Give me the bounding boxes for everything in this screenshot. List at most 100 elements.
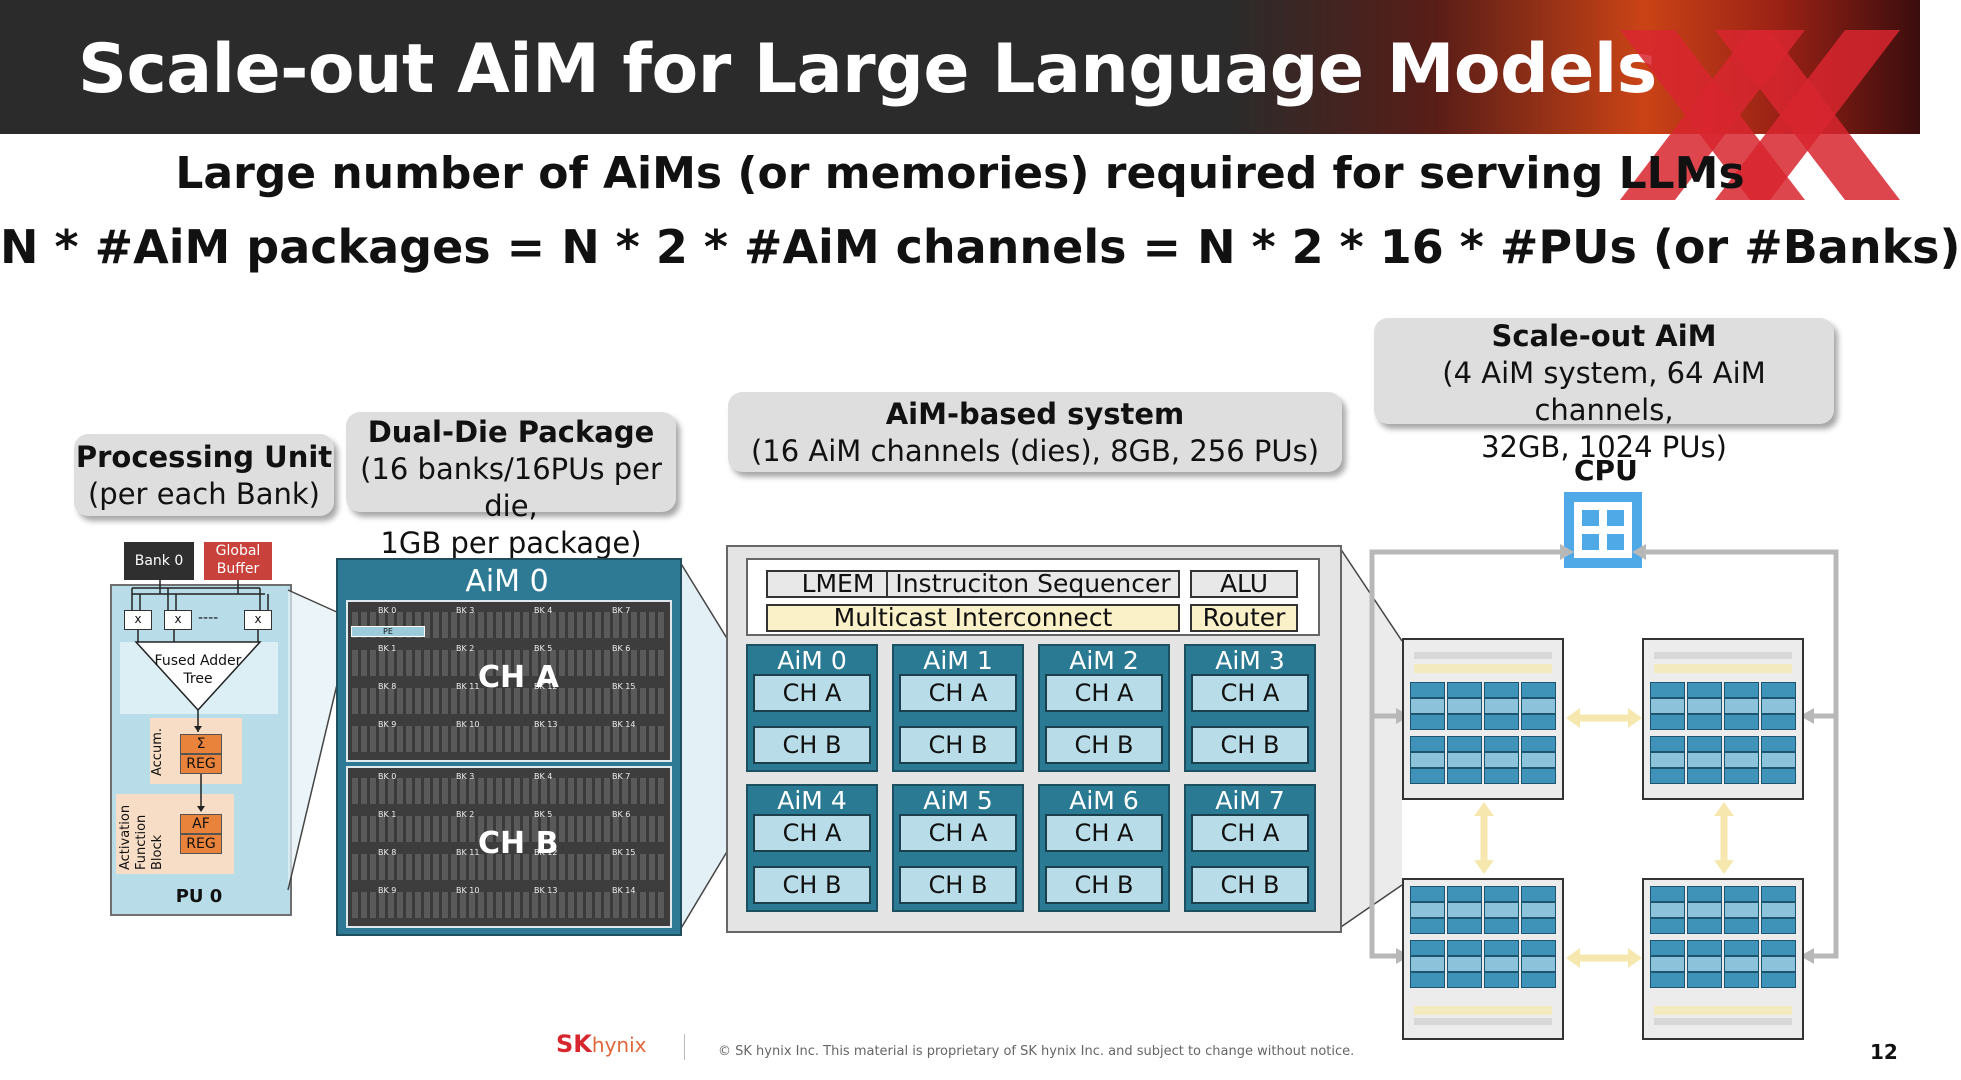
b-bank-row xyxy=(352,854,666,880)
aim-ch-b: CH B xyxy=(1045,866,1163,904)
node-cell xyxy=(1650,714,1685,730)
router-block: Router xyxy=(1190,604,1298,632)
alu-block: ALU xyxy=(1190,570,1298,598)
node-cell xyxy=(1521,714,1556,730)
aim-card-name: AiM 2 xyxy=(1069,646,1139,675)
aim-card-name: AiM 1 xyxy=(923,646,993,675)
node-cell xyxy=(1761,886,1796,902)
node-cell xyxy=(1521,768,1556,784)
node-strip xyxy=(1414,1018,1552,1025)
node-cell xyxy=(1650,752,1685,768)
adder-label-2: Tree xyxy=(183,671,213,687)
b-bank-row xyxy=(352,816,666,842)
aim-ch-a: CH A xyxy=(1191,814,1309,852)
node-cell xyxy=(1724,972,1759,988)
node-strip xyxy=(1654,1006,1792,1015)
scaleout-callout: Scale-out AiM (4 AiM system, 64 AiM chan… xyxy=(1374,318,1834,464)
package-callout: Dual-Die Package (16 banks/16PUs per die… xyxy=(346,412,676,560)
a-bank-label: BK 8 xyxy=(378,682,397,691)
node-cell xyxy=(1724,940,1759,956)
node-cell xyxy=(1761,972,1796,988)
brand-sk: SK xyxy=(556,1030,592,1058)
node-cell xyxy=(1687,714,1722,730)
page-number: 12 xyxy=(1870,1040,1898,1064)
subtitle-line-1: Large number of AiMs (or memories) requi… xyxy=(175,148,1745,199)
adder-tree-label: Fused Adder Tree xyxy=(130,652,266,688)
b-bank-label: BK 15 xyxy=(612,848,636,857)
node-cell xyxy=(1484,682,1519,698)
act-label-2: Function xyxy=(134,814,149,870)
node-cell xyxy=(1447,768,1482,784)
aim-ch-b: CH B xyxy=(1191,726,1309,764)
node-cell xyxy=(1484,918,1519,934)
node-cell xyxy=(1761,902,1796,918)
node-cell xyxy=(1761,940,1796,956)
node-cell xyxy=(1650,956,1685,972)
node-cell xyxy=(1650,972,1685,988)
node-cell xyxy=(1521,698,1556,714)
aim-system-node xyxy=(1642,638,1804,800)
node-cell xyxy=(1687,698,1722,714)
node-cell xyxy=(1687,682,1722,698)
node-cell xyxy=(1447,972,1482,988)
package-desc-1: (16 banks/16PUs per die, xyxy=(360,452,662,523)
node-cell xyxy=(1484,768,1519,784)
system-desc: (16 AiM channels (dies), 8GB, 256 PUs) xyxy=(750,434,1320,468)
b-bank-label: BK 5 xyxy=(534,810,553,819)
a-bank-label: BK 12 xyxy=(534,682,558,691)
node-cell xyxy=(1447,736,1482,752)
b-bank-label: BK 0 xyxy=(378,772,397,781)
b-bank-label: BK 1 xyxy=(378,810,397,819)
die-title: AiM 0 xyxy=(465,564,549,599)
a-bank-label: BK 13 xyxy=(534,720,558,729)
b-bank-label: BK 7 xyxy=(612,772,631,781)
node-cell xyxy=(1484,886,1519,902)
a-bank-label: BK 11 xyxy=(456,682,480,691)
node-cell xyxy=(1761,752,1796,768)
a-bank-label: BK 5 xyxy=(534,644,553,653)
node-strip xyxy=(1414,664,1552,673)
b-bank-row xyxy=(352,778,666,804)
scaleout-title: Scale-out AiM xyxy=(1491,319,1717,353)
b-bank-label: BK 13 xyxy=(534,886,558,895)
node-cell xyxy=(1687,886,1722,902)
node-cell xyxy=(1761,956,1796,972)
node-cell xyxy=(1650,768,1685,784)
die-ch-b-label: CH B xyxy=(478,826,559,861)
a-bank-label: BK 3 xyxy=(456,606,475,615)
aim-ch-b: CH B xyxy=(753,866,871,904)
node-cell xyxy=(1650,736,1685,752)
brand-hynix: hynix xyxy=(591,1033,647,1057)
node-cell xyxy=(1650,918,1685,934)
node-cell xyxy=(1650,682,1685,698)
node-cell xyxy=(1724,956,1759,972)
xx-logo-icon xyxy=(1620,30,1900,200)
node-cell xyxy=(1410,940,1445,956)
subtitle-line-2: N * #AiM packages = N * 2 * #AiM channel… xyxy=(0,220,1961,274)
node-cell xyxy=(1687,956,1722,972)
node-cell xyxy=(1724,714,1759,730)
aim-ch-a: CH A xyxy=(899,814,1017,852)
node-cell xyxy=(1410,918,1445,934)
a-bank-row xyxy=(352,688,666,714)
sequencer-block: Instruciton Sequencer xyxy=(886,570,1180,598)
node-strip xyxy=(1414,1006,1552,1015)
node-cell xyxy=(1484,956,1519,972)
node-cell xyxy=(1410,714,1445,730)
a-bank-label: BK 0 xyxy=(378,606,397,615)
aim-ch-a: CH A xyxy=(899,674,1017,712)
a-bank-label: BK 6 xyxy=(612,644,631,653)
node-strip xyxy=(1654,1018,1792,1025)
node-cell xyxy=(1724,886,1759,902)
node-cell xyxy=(1484,698,1519,714)
aim-ch-b: CH B xyxy=(899,866,1017,904)
header-bar xyxy=(0,0,1920,134)
package-title: Dual-Die Package xyxy=(367,415,655,449)
node-cell xyxy=(1447,752,1482,768)
node-cell xyxy=(1650,902,1685,918)
pu-desc: (per each Bank) xyxy=(87,477,320,511)
aim-ch-b: CH B xyxy=(753,726,871,764)
aim-card-name: AiM 7 xyxy=(1215,786,1285,815)
node-cell xyxy=(1484,902,1519,918)
